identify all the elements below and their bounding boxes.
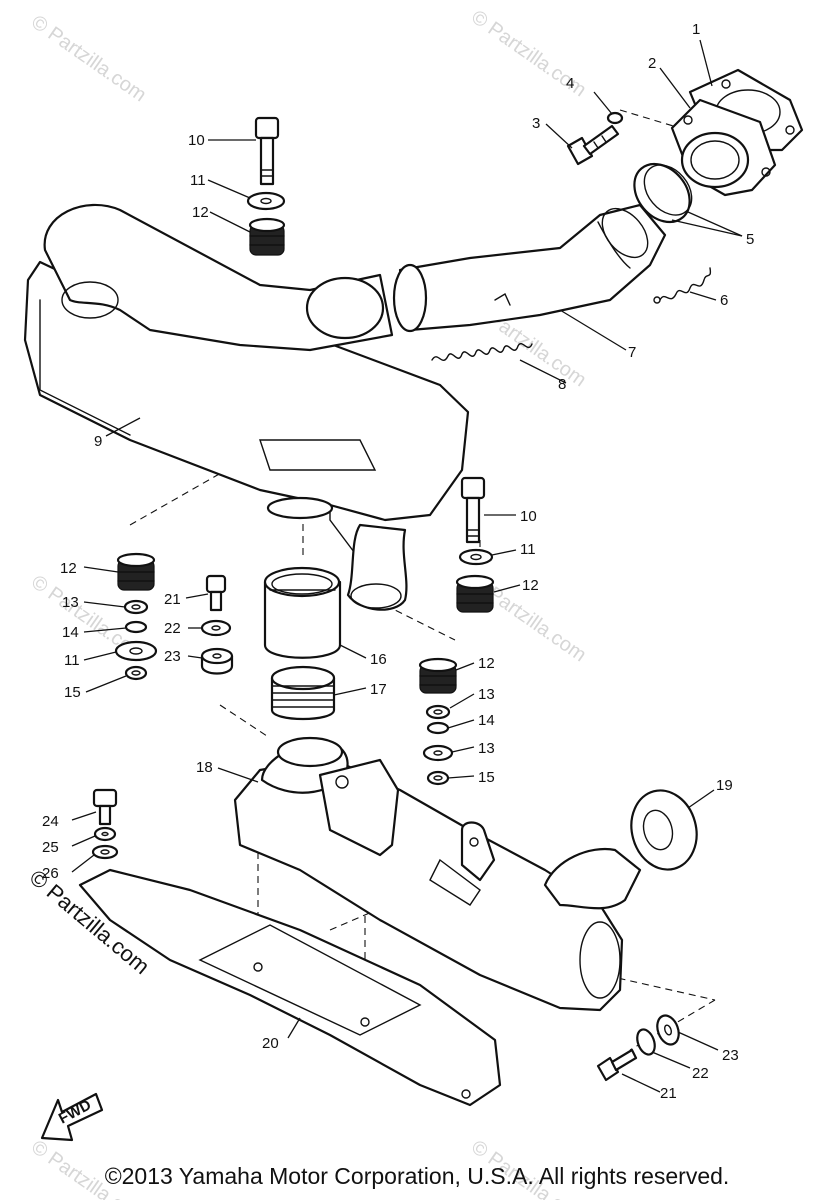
callout-2: 2 xyxy=(648,55,656,72)
fwd-arrow-icon: FWD xyxy=(40,1092,104,1142)
callout-18: 18 xyxy=(196,759,213,776)
callout-20: 20 xyxy=(262,1035,279,1052)
callout-3: 3 xyxy=(532,115,540,132)
part-12-damper-middle xyxy=(455,574,495,613)
callout-26: 26 xyxy=(42,865,59,882)
callout-13: 13 xyxy=(478,740,495,757)
callout-6: 6 xyxy=(720,292,728,309)
callout-21: 21 xyxy=(660,1085,677,1102)
part-12-damper-right xyxy=(418,657,458,694)
callout-12: 12 xyxy=(522,577,539,594)
callout-15: 15 xyxy=(64,684,81,701)
callout-14: 14 xyxy=(478,712,495,729)
callout-19: 19 xyxy=(716,777,733,794)
callout-13: 13 xyxy=(62,594,79,611)
part-15-nut-right xyxy=(426,770,450,786)
part-2-exhaust-joint xyxy=(670,98,777,197)
callout-14: 14 xyxy=(62,624,79,641)
watermark: © Partzilla.com xyxy=(27,11,150,106)
callout-25: 25 xyxy=(42,839,59,856)
part-18-silencer xyxy=(233,736,642,1012)
callout-12: 12 xyxy=(192,204,209,221)
callout-15: 15 xyxy=(478,769,495,786)
part-10-bolt-upper xyxy=(254,116,280,186)
callout-23: 23 xyxy=(164,648,181,665)
part-22-washer-lower xyxy=(636,1028,656,1056)
callout-21: 21 xyxy=(164,591,181,608)
callout-1: 1 xyxy=(692,21,700,38)
part-20-protector xyxy=(78,868,502,1107)
part-21-bolt-upper xyxy=(205,574,227,612)
part-23-collar-lower xyxy=(656,1014,680,1046)
part-21-bolt-lower xyxy=(596,1048,638,1082)
callout-5: 5 xyxy=(746,231,754,248)
part-12-damper-upper xyxy=(248,217,286,256)
part-26-washer xyxy=(91,844,119,860)
callout-8: 8 xyxy=(558,376,566,393)
callout-7: 7 xyxy=(628,344,636,361)
callout-17: 17 xyxy=(370,681,387,698)
part-23-collar-upper xyxy=(200,647,234,675)
part-11-washer-upper xyxy=(246,191,286,211)
callout-13: 13 xyxy=(478,686,495,703)
callout-16: 16 xyxy=(370,651,387,668)
copyright-notice: ©2013 Yamaha Motor Corporation, U.S.A. A… xyxy=(104,1163,730,1189)
part-24-bolt xyxy=(92,788,118,826)
part-22-washer-upper xyxy=(200,619,232,637)
callout-4: 4 xyxy=(566,75,574,92)
part-14-collar-left xyxy=(124,620,148,634)
part-11-washer-middle xyxy=(458,548,494,566)
part-8-spring xyxy=(431,343,533,361)
part-25-washer xyxy=(93,826,117,842)
part-3-bolt xyxy=(566,124,620,166)
part-11-washer-left xyxy=(114,640,158,662)
callout-10: 10 xyxy=(188,132,205,149)
part-7-exhaust-pipe xyxy=(392,203,667,333)
leader-lines xyxy=(71,39,743,1093)
callout-23: 23 xyxy=(722,1047,739,1064)
callout-labels: 1 2 3 4 5 6 7 8 9 10 10 11 11 11 12 12 1… xyxy=(42,21,754,1102)
part-13-washer-right-upper xyxy=(425,704,451,720)
callout-9: 9 xyxy=(94,433,102,450)
callout-22: 22 xyxy=(692,1065,709,1082)
callout-12: 12 xyxy=(60,560,77,577)
part-4-lock-washer xyxy=(606,111,624,125)
callout-22: 22 xyxy=(164,620,181,637)
part-17-packing xyxy=(270,665,336,721)
part-16-inner-pipe xyxy=(263,566,342,659)
part-15-nut-left xyxy=(124,665,148,681)
callout-10: 10 xyxy=(520,508,537,525)
part-14-collar-right xyxy=(426,721,450,735)
callout-24: 24 xyxy=(42,813,59,830)
callout-11: 11 xyxy=(64,652,80,669)
part-6-spring xyxy=(653,267,712,304)
part-19-end-cap xyxy=(630,789,698,871)
callout-11: 11 xyxy=(190,172,206,189)
callout-11: 11 xyxy=(520,541,536,558)
part-13-washer-left xyxy=(123,599,149,615)
callout-12: 12 xyxy=(478,655,495,672)
part-10-bolt-lower xyxy=(460,476,486,544)
part-13-washer-right-lower xyxy=(422,744,454,762)
part-12-damper-left xyxy=(116,552,156,591)
part-9-muffler-chamber xyxy=(23,203,470,611)
